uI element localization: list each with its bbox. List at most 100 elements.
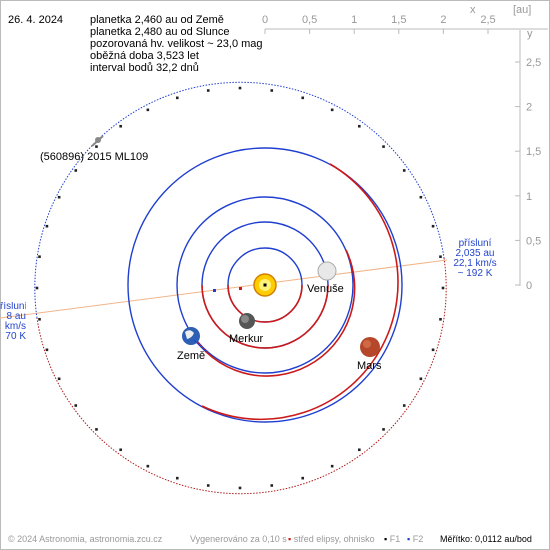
orbit-point xyxy=(238,86,242,90)
aphelion-temperature: 70 K xyxy=(5,331,26,342)
footer-generated: Vygenerováno za 0,10 s xyxy=(190,534,287,544)
venus-disc xyxy=(317,261,337,281)
orbit-point xyxy=(431,224,435,228)
perihelion-temperature: ~ 192 K xyxy=(457,268,493,279)
orbit-point xyxy=(57,195,61,199)
y-axis-label: y xyxy=(527,28,533,40)
orbit-point xyxy=(57,377,61,381)
sun xyxy=(253,273,277,297)
orbit-point xyxy=(146,464,150,468)
footer-copyright: © 2024 Astronomia, astronomia.zcu.cz xyxy=(8,534,163,544)
footer-legend-f2: ▪ F2 xyxy=(407,534,423,544)
earth-label: Země xyxy=(177,350,205,362)
mercury: Merkur xyxy=(229,313,264,345)
mars-orbit-south xyxy=(201,163,399,421)
axis-unit-label: [au] xyxy=(513,4,531,16)
asteroid-name-label: (560896) 2015 ML109 xyxy=(40,151,149,163)
orbit-point xyxy=(38,255,41,259)
venus-orbit-south xyxy=(201,284,329,349)
orbit-point xyxy=(402,169,406,172)
y-tick-label: 1 xyxy=(526,191,532,203)
orbit-point xyxy=(441,286,445,290)
orbit-point xyxy=(358,124,361,128)
orbit-point xyxy=(238,486,242,490)
perihelion-speed: 22,1 km/s xyxy=(453,258,497,269)
aphelion-distance: 8 au xyxy=(6,311,26,322)
mars: Mars xyxy=(357,337,382,372)
orbit-point xyxy=(175,96,179,100)
info-period: oběžná doba 3,523 let xyxy=(90,50,199,62)
asteroid-orbit-south xyxy=(36,257,447,495)
orbit-point xyxy=(270,89,274,92)
apsis-line xyxy=(0,259,448,319)
legend-f2-dot: ▪ xyxy=(407,534,411,544)
orbit-point xyxy=(175,476,179,480)
orbit-point xyxy=(74,169,78,172)
focus-f2-marker xyxy=(213,289,216,292)
orbit-point xyxy=(119,124,122,128)
orbit-point xyxy=(330,108,334,112)
orbit-point xyxy=(270,484,274,487)
y-tick-label: 1,5 xyxy=(526,146,541,158)
y-tick-label: 2 xyxy=(526,102,532,114)
orbit-point xyxy=(382,145,385,148)
earth: Země xyxy=(177,327,207,362)
mars-orbit xyxy=(127,147,403,423)
aphelion-title: řísluní xyxy=(0,302,26,312)
earth-orbit xyxy=(176,196,354,374)
orbit-point xyxy=(45,224,49,228)
aphelion-info: řísluní 8 au km/s 70 K xyxy=(0,302,26,342)
x-tick-label: 1 xyxy=(351,14,357,26)
y-ticks: 2,5 2 1,5 1 0,5 0 xyxy=(515,57,541,292)
axes: 0 0,5 1 1,5 2 2,5 2,5 2 1,5 1 0,5 0 x [au] y xyxy=(262,4,548,292)
x-tick-label: 2 xyxy=(440,14,446,26)
x-tick-label: 0,5 xyxy=(302,14,317,26)
orbit-point xyxy=(119,448,122,452)
orbit-point xyxy=(146,108,150,112)
asteroid xyxy=(91,135,104,147)
x-axis-label: x xyxy=(470,4,476,16)
orbit-point xyxy=(301,476,305,480)
legend-center-dot: ▪ xyxy=(288,534,292,544)
footer-scale: Měřítko: 0,0112 au/bod xyxy=(440,534,532,544)
info-magnitude: pozorovaná hv. velikost ~ 23,0 mag xyxy=(90,38,263,50)
mars-highlight xyxy=(363,340,371,348)
orbit-point xyxy=(419,377,423,381)
perihelion-distance: 2,035 au xyxy=(455,248,495,259)
mercury-highlight xyxy=(241,315,249,323)
date-label: 26. 4. 2024 xyxy=(8,14,64,26)
x-tick-label: 0 xyxy=(262,14,268,26)
perihelion-title: přísluní xyxy=(458,238,492,249)
ellipse-center-marker xyxy=(239,287,242,290)
aphelion-speed: km/s xyxy=(4,321,26,332)
legend-center-text: střed elipsy, ohnisko xyxy=(293,534,375,544)
info-interval: interval bodů 32,2 dnů xyxy=(90,62,199,74)
mars-disc xyxy=(360,337,380,357)
x-tick-label: 2,5 xyxy=(480,14,495,26)
orbit-point xyxy=(45,348,49,352)
asteroid-orbit-north xyxy=(34,81,445,319)
earth-orbit-south xyxy=(190,249,356,377)
orbit-point xyxy=(382,428,385,431)
legend-f1-dot: ▪ xyxy=(384,534,388,544)
y-tick-label: 0,5 xyxy=(526,235,541,247)
x-ticks: 0 0,5 1 1,5 2 2,5 xyxy=(262,14,496,34)
y-tick-label: 2,5 xyxy=(526,57,541,69)
mercury-orbit-south xyxy=(227,284,303,323)
info-distance-sun: planetka 2,480 au od Slunce xyxy=(90,26,230,38)
earth-pointer xyxy=(193,339,207,353)
mars-label: Mars xyxy=(357,360,382,372)
y-tick-label: 0 xyxy=(526,280,532,292)
x-tick-label: 1,5 xyxy=(391,14,406,26)
orbit-point xyxy=(38,317,41,321)
legend-f2-text: F2 xyxy=(412,534,424,544)
orbit-point xyxy=(35,286,39,290)
orbit-point xyxy=(358,448,361,452)
info-distance-earth: planetka 2,460 au od Země xyxy=(90,14,224,26)
orbit-point xyxy=(95,145,98,148)
mercury-label: Merkur xyxy=(229,333,264,345)
orbit-point xyxy=(439,255,442,259)
venus: Venuše xyxy=(307,261,344,295)
legend-f1-text: F1 xyxy=(389,534,401,544)
